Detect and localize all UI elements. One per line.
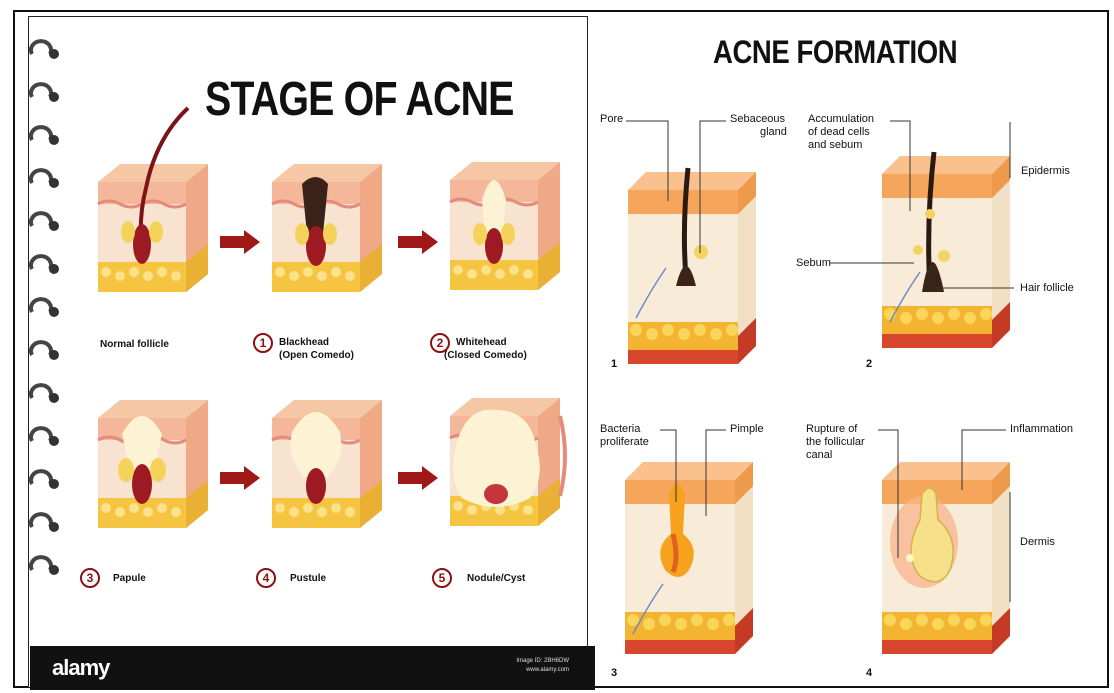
label-rupture: Rupture of <box>806 423 857 436</box>
label-sebaceous: Sebaceous <box>730 113 785 126</box>
label-rupture-3: canal <box>806 449 832 462</box>
label-sebaceous-gland: gland <box>760 126 787 139</box>
label-accumulation: Accumulation <box>808 113 874 126</box>
label-accumulation-2: of dead cells <box>808 126 870 139</box>
label-hair-follicle: Hair follicle <box>1020 282 1074 295</box>
label-bacteria-2: proliferate <box>600 436 649 449</box>
label-accumulation-3: and sebum <box>808 139 862 152</box>
label-pimple: Pimple <box>730 423 764 436</box>
label-rupture-2: the follicular <box>806 436 865 449</box>
label-bacteria: Bacteria <box>600 423 640 436</box>
label-pore: Pore <box>600 113 623 126</box>
label-sebum: Sebum <box>796 257 831 270</box>
label-inflammation: Inflammation <box>1010 423 1073 436</box>
label-dermis: Dermis <box>1020 536 1055 549</box>
label-epidermis: Epidermis <box>1021 165 1070 178</box>
